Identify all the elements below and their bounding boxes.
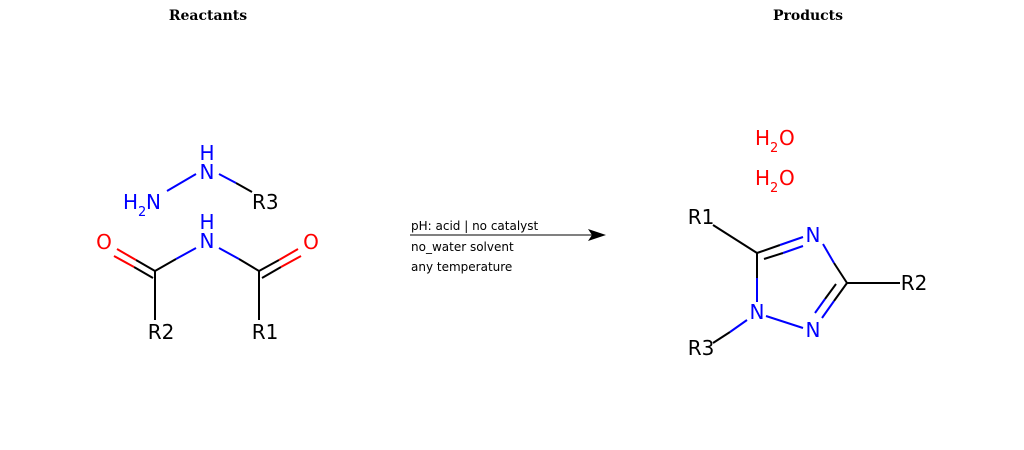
triazole-n1-nitrogen: N [750, 300, 765, 324]
water-molecule-1: H 2 O [755, 126, 795, 156]
bond-nh2-nh [166, 173, 197, 192]
diacylamine-right-oxygen: O [303, 230, 319, 254]
reaction-arrow-group: pH: acid | no catalyst no_water solvent … [410, 219, 606, 274]
triazole-n4-nitrogen: N [806, 223, 821, 247]
bond-n1-r3-n-half [729, 319, 748, 333]
condition-solvent: no_water solvent [411, 240, 514, 254]
reaction-arrow-head [588, 229, 606, 241]
diacylamine-r2-label: R2 [148, 320, 175, 344]
water-1-oxygen: O [779, 126, 795, 150]
hydrazine-r3-label: R3 [252, 190, 279, 214]
bond-n1-r3-c-half [712, 331, 731, 344]
bond-n-cleft-c-half [154, 258, 177, 272]
diacylamine-nh-nitrogen: N [200, 229, 215, 253]
bond-n4-c3-c-half [833, 262, 848, 284]
bond-cleft-o-c-half-a [135, 259, 156, 272]
bond-cleft-o-c-half-b [133, 266, 154, 279]
diacylamine-nh-hydrogen: H [199, 210, 214, 234]
reactants-heading: Reactants [168, 8, 248, 24]
bond-n-cleft-n-half [175, 247, 197, 260]
bond-c5-r1 [712, 224, 758, 254]
triazole-r3-label: R3 [688, 336, 715, 360]
bond-c3-n2-c-half [833, 282, 848, 302]
hydrazine-nh2-nitrogen: N [146, 190, 161, 214]
hydrazine-nh2-subscript: 2 [138, 205, 146, 220]
bond-nh-r3-n-half [218, 173, 237, 184]
bond-c5-n4-inner-n-half [782, 245, 804, 254]
water-2-oxygen: O [779, 166, 795, 190]
bond-cleft-o-o-half-b [113, 255, 135, 268]
condition-ph: pH: acid | no catalyst [411, 219, 539, 233]
water-molecule-2: H 2 O [755, 166, 795, 196]
bond-c3-n2-inner-n-half [814, 298, 826, 314]
bond-c5-n4-n-half [779, 236, 804, 246]
triazole-r1-label: R1 [688, 205, 715, 229]
bond-c3-n2-inner-c-half [824, 283, 837, 300]
bond-cright-o-c-half-b [261, 266, 282, 279]
hydrazine-nh-hydrogen: H [199, 141, 214, 165]
bond-cleft-o-o-half-a [116, 248, 137, 261]
bond-n4-c3-n-half [822, 243, 835, 264]
bond-cright-o-o-half-b [280, 255, 302, 268]
bond-c5-n4-c-half [756, 244, 781, 254]
bond-n-cright-n-half [218, 247, 240, 260]
bond-cright-o-o-half-a [278, 248, 299, 261]
bond-nh-r3-c-half [235, 182, 253, 193]
bond-n-cright-c-half [238, 258, 260, 272]
bond-n2-n1 [765, 315, 804, 329]
water-1-subscript: 2 [770, 141, 778, 156]
bond-cright-o-c-half-a [258, 259, 280, 272]
bond-c5-n4-inner-c-half [763, 252, 784, 260]
hydrazine-molecule: H N H 2 N R3 [123, 141, 279, 220]
condition-temperature: any temperature [411, 260, 512, 274]
bond-c3-n2-n-half [821, 300, 835, 319]
water-1-hydrogen: H [755, 126, 770, 150]
diacylamine-left-oxygen: O [96, 230, 112, 254]
diacylamine-r1-label: R1 [252, 320, 279, 344]
diacylamine-molecule: H N O O R2 R1 [96, 210, 319, 344]
hydrazine-nh2-hydrogen: H [123, 190, 138, 214]
water-2-hydrogen: H [755, 166, 770, 190]
triazole-molecule: R1 N R2 N N R3 [688, 205, 928, 360]
products-heading: Products [772, 8, 844, 24]
triazole-n2-nitrogen: N [806, 318, 821, 342]
water-2-subscript: 2 [770, 181, 778, 196]
triazole-r2-label: R2 [901, 271, 928, 295]
hydrazine-nh-nitrogen: N [200, 160, 215, 184]
